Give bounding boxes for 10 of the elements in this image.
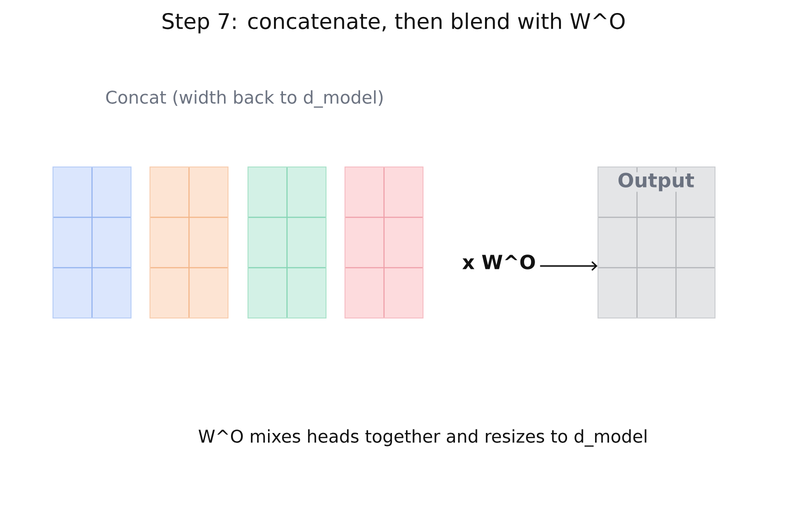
heading-text: Concat (width back to d_model) (106, 90, 383, 108)
matrix-grid (248, 166, 326, 318)
title: Step 7: concatenate, then blend with W^O (162, 12, 625, 34)
matrix-grid (344, 166, 424, 318)
matrix-grid (150, 166, 228, 318)
arrow (540, 261, 598, 271)
caption: W^O mixes heads together and resizes to d_model (198, 429, 646, 447)
matrix-grid (52, 166, 132, 318)
matrix-grid: Output (598, 166, 716, 318)
operation-label: x W^O (462, 254, 535, 270)
